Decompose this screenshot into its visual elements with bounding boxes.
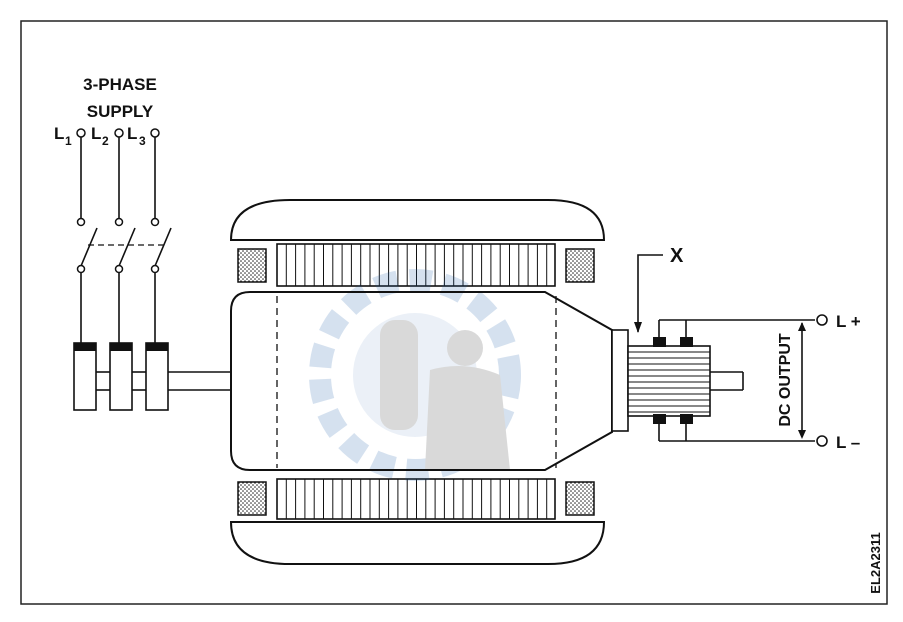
three-pole-switch xyxy=(76,217,172,343)
stator-bottom xyxy=(229,478,606,565)
phase-label-l2: L 2 xyxy=(91,124,109,148)
stator-top xyxy=(229,199,606,287)
figure-frame xyxy=(20,20,888,605)
marker-x: X xyxy=(634,245,684,333)
phase-label-l3: L 3 xyxy=(127,124,146,148)
supply-lines xyxy=(76,128,160,218)
svg-text:2: 2 xyxy=(102,134,109,148)
negative-label: L – xyxy=(836,433,860,452)
positive-label: L + xyxy=(836,312,861,331)
dc-output: DC OUTPUT L + L – xyxy=(777,312,861,452)
svg-text:L: L xyxy=(91,124,101,143)
figure-code: EL2A2311 xyxy=(868,532,883,593)
supply-title-line1: 3-PHASE xyxy=(83,75,157,94)
slip-rings xyxy=(73,342,231,411)
positive-terminal xyxy=(816,314,828,326)
svg-text:1: 1 xyxy=(65,134,72,148)
svg-text:L: L xyxy=(127,124,137,143)
phase-label-l1: L 1 xyxy=(54,124,72,148)
dc-generator-commutator xyxy=(611,319,815,442)
svg-text:L: L xyxy=(54,124,64,143)
rotor xyxy=(230,291,613,471)
negative-terminal xyxy=(816,435,828,447)
supply-title-line2: SUPPLY xyxy=(87,102,154,121)
watermark-logo xyxy=(309,269,521,481)
svg-text:X: X xyxy=(670,245,684,267)
dc-output-label: DC OUTPUT xyxy=(777,333,794,427)
svg-text:3: 3 xyxy=(139,134,146,148)
